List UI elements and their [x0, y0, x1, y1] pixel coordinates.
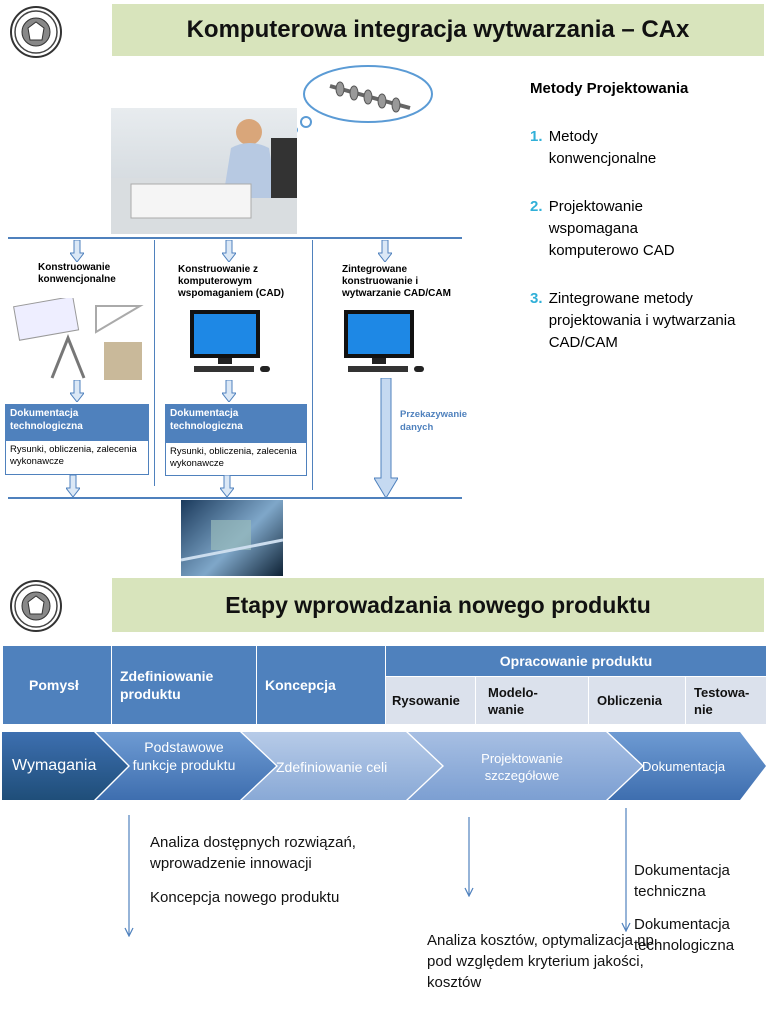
col3-heading: Zintegrowane konstruowanie i wytwarzanie…	[342, 264, 451, 299]
method-number: 3.	[530, 290, 543, 307]
method-text: Zintegrowane metody projektowania i wytw…	[548, 290, 736, 351]
process-chevron-flow	[2, 732, 766, 800]
methods-heading: Metody Projektowania	[530, 80, 689, 97]
note-technical-docs: Dokumentacja techniczna	[634, 862, 730, 900]
method-number: 1.	[530, 128, 543, 145]
down-arrow-icon	[378, 240, 392, 262]
method-item-3: 3. Zintegrowane metody projektowania i w…	[530, 288, 755, 354]
note-analysis: Analiza dostępnych rozwiązań, wprowadzen…	[150, 834, 356, 872]
stage-definition: Zdefiniowanie produktu	[112, 646, 256, 724]
col2-doc-title: Dokumentacja technologiczna	[165, 404, 307, 442]
computer-monitor-image	[342, 308, 432, 374]
stage-concept: Koncepcja	[257, 646, 385, 724]
col1-doc-title: Dokumentacja technologiczna	[5, 404, 149, 440]
method-text: Projektowanie wspomagana komputerowo CAD	[548, 198, 675, 259]
col2-doc-body: Rysunki, obliczenia, zalecenia wykonawcz…	[165, 442, 307, 476]
col1-doc-body: Rysunki, obliczenia, zalecenia wykonawcz…	[5, 440, 149, 475]
note-technological-docs: Dokumentacja technologiczna	[634, 916, 735, 954]
pointer-arrow-icon	[621, 808, 631, 932]
substage-calculations: Obliczenia	[589, 677, 685, 724]
col2-heading: Konstruowanie z komputerowym wspomaganie…	[178, 264, 285, 299]
substage-testing: Testowa-nie	[686, 677, 766, 724]
machining-photo	[180, 500, 284, 576]
thought-cloud-camshaft-image	[288, 62, 438, 134]
bottom-divider-line	[8, 497, 462, 499]
column-divider	[312, 240, 313, 490]
slide1-title: Komputerowa integracja wytwarzania – CAx	[112, 4, 764, 56]
step-basic-functions: Podstawowe funkcje produktu	[132, 739, 236, 773]
university-seal-logo	[10, 6, 62, 58]
stage-development: Opracowanie produktu	[386, 646, 766, 676]
method-number: 2.	[530, 198, 543, 215]
step-detailed-design: Projektowanie szczegółowe	[481, 751, 563, 783]
long-down-arrow-icon	[374, 378, 398, 498]
down-arrow-icon	[70, 240, 84, 262]
down-arrow-icon	[222, 380, 236, 402]
column-divider	[154, 240, 155, 486]
step-documentation: Dokumentacja	[642, 759, 726, 774]
note-costs: Analiza kosztów, optymalizacja np. pod w…	[427, 932, 658, 991]
step-requirements: Wymagania	[12, 757, 97, 774]
stage-idea: Pomysł	[3, 646, 111, 724]
data-transfer-label: Przekazywanie danych	[400, 409, 468, 433]
pointer-arrow-icon	[124, 815, 134, 937]
method-item-1: 1. Metody konwencjonalne	[530, 126, 740, 170]
engineer-desk-photo	[111, 108, 297, 234]
computer-monitor-image	[188, 308, 278, 374]
method-text: Metody konwencjonalne	[548, 128, 657, 167]
university-seal-logo	[10, 580, 62, 632]
col1-heading: Konstruowanie konwencjonalne	[38, 262, 116, 285]
top-divider-line	[8, 237, 462, 239]
down-arrow-icon	[70, 380, 84, 402]
slide2-title: Etapy wprowadzania nowego produktu	[112, 578, 764, 632]
down-arrow-icon	[222, 240, 236, 262]
step-goals: Zdefiniowanie celi	[276, 759, 388, 775]
down-arrow-icon	[66, 475, 80, 497]
method-item-2: 2. Projektowanie wspomagana komputerowo …	[530, 196, 740, 262]
substage-drawing: Rysowanie	[386, 677, 475, 724]
note-concept: Koncepcja nowego produktu	[150, 889, 340, 906]
pointer-arrow-icon	[464, 817, 474, 897]
substage-modeling: Modelo-wanie	[476, 677, 588, 724]
drafting-tools-image	[12, 295, 147, 384]
down-arrow-icon	[220, 475, 234, 497]
